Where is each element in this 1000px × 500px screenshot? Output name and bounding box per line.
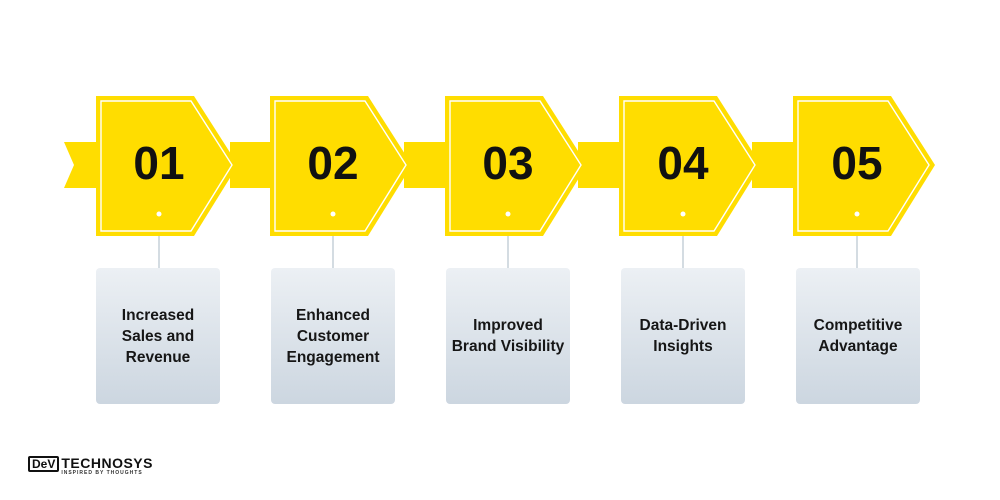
chevron-4 (619, 96, 761, 236)
step-number-4: 04 (657, 137, 709, 189)
logo-mark: DeV (28, 456, 60, 472)
step-card-4: Data-Driven Insights (621, 268, 745, 404)
step-label-2: Enhanced Customer Engagement (286, 306, 380, 366)
step-number-1: 01 (133, 137, 185, 189)
step-label-4: Data-Driven Insights (639, 317, 727, 355)
step-number-2: 02 (307, 137, 359, 189)
logo-tagline: INSPIRED BY THOUGHTS (61, 470, 143, 476)
step-card-3: Improved Brand Visibility (446, 268, 570, 404)
step-card-5: Competitive Advantage (796, 268, 920, 404)
step-number-5: 05 (831, 137, 883, 189)
logo-wordmark: TECHNOSYS (61, 455, 153, 471)
chevron-5 (793, 96, 935, 236)
ribbon-tail (64, 142, 100, 188)
step-label-3: Improved Brand Visibility (451, 317, 565, 355)
chevron-1 (96, 96, 238, 236)
step-label-1: Increased Sales and Revenue (121, 306, 195, 366)
step-card-1: Increased Sales and Revenue (96, 268, 220, 404)
step-number-3: 03 (482, 137, 534, 189)
chevron-2 (270, 96, 412, 236)
brand-logo: DeV TECHNOSYS INSPIRED BY THOUGHTS (28, 456, 153, 478)
step-card-2: Enhanced Customer Engagement (271, 268, 395, 404)
step-label-5: Competitive Advantage (813, 317, 903, 355)
chevron-3 (445, 96, 587, 236)
logo-text: TECHNOSYS INSPIRED BY THOUGHTS (61, 456, 153, 477)
